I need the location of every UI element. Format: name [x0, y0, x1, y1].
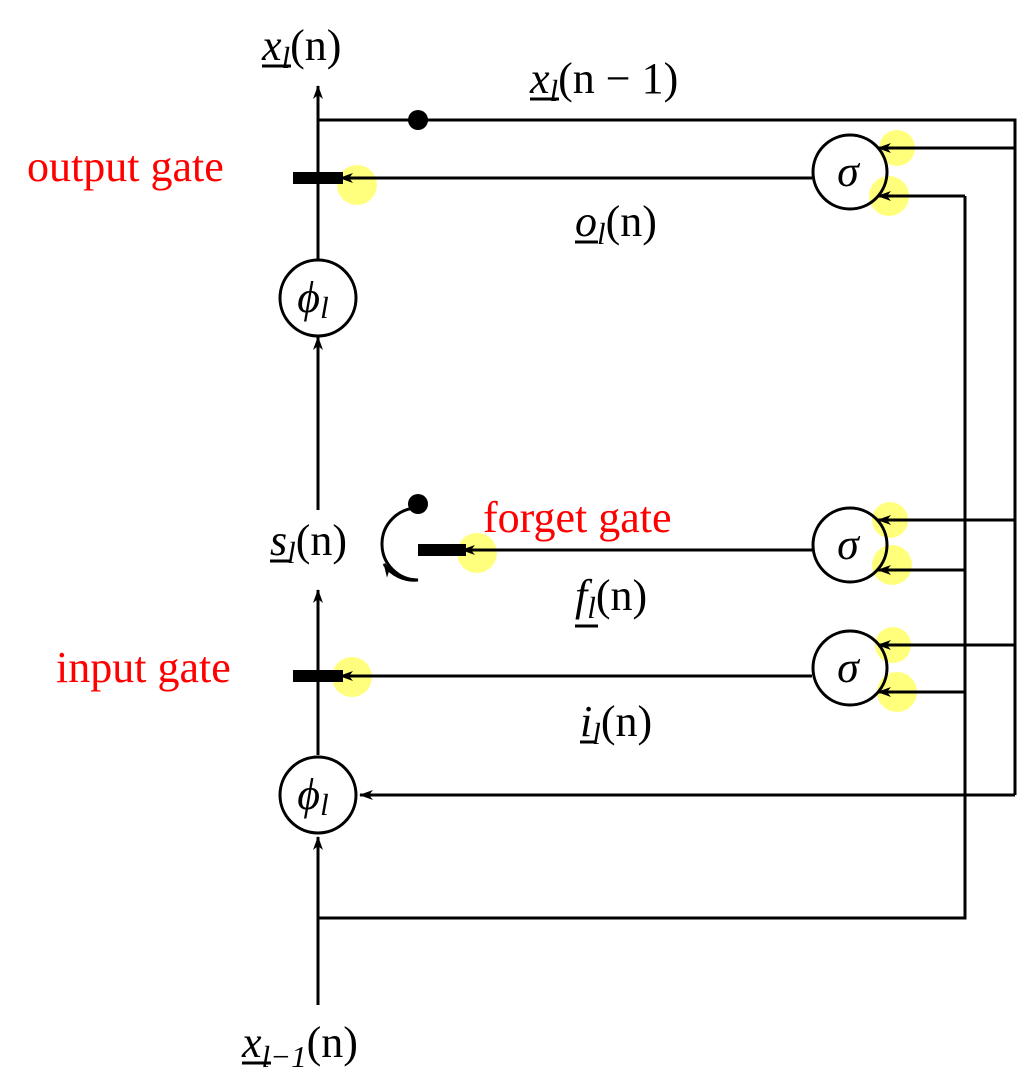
prev-output-bus [318, 118, 1017, 795]
gate-signals [339, 173, 812, 681]
svg-text:σ: σ [837, 147, 861, 196]
junction-dot-prev-output [408, 110, 428, 130]
output-gate-label: output gate [27, 142, 224, 191]
highlight-forget-gate-input [457, 533, 497, 573]
label-forget-gate-signal: fl(n) [575, 571, 647, 628]
input-bus [318, 196, 967, 920]
label-prev-output: xl(n − 1) [529, 54, 678, 108]
output-gate-bar [293, 172, 343, 184]
svg-text:σ: σ [837, 520, 861, 569]
svg-text:ϕl: ϕl [297, 273, 328, 325]
svg-text:xl−1(n): xl−1(n) [241, 1018, 358, 1074]
svg-text:fl(n): fl(n) [575, 571, 647, 625]
label-state: sl(n) [270, 516, 347, 570]
label-output-gate-signal: ol(n) [575, 197, 657, 251]
label-output-top: xl(n) [261, 21, 341, 75]
phi-bottom-node: ϕl [278, 755, 358, 835]
gate-bars [293, 172, 466, 682]
svg-text:xl(n): xl(n) [261, 21, 341, 75]
highlight-output-gate-input [337, 165, 377, 205]
junction-dot-self-loop [408, 494, 428, 514]
svg-text:ol(n): ol(n) [575, 197, 657, 251]
sigma-input-node: σ [811, 629, 889, 707]
forget-gate-bar [418, 544, 466, 556]
input-gate-bar [293, 670, 343, 682]
svg-text:il(n): il(n) [580, 697, 652, 751]
input-gate-label: input gate [56, 643, 231, 692]
self-loop [380, 506, 419, 582]
phi-top-node: ϕl [278, 258, 358, 338]
svg-text:sl(n): sl(n) [270, 516, 347, 570]
svg-text:σ: σ [837, 643, 861, 692]
sigma-forget-node: σ [811, 506, 889, 584]
sigma-output-node: σ [811, 133, 889, 211]
highlight-sigma-forget-in2 [872, 545, 912, 585]
feedback-wiring [318, 118, 1017, 920]
label-input-gate-signal: il(n) [580, 697, 652, 751]
forget-gate-label: forget gate [483, 493, 672, 542]
svg-text:ϕl: ϕl [297, 770, 328, 822]
svg-text:xl(n − 1): xl(n − 1) [529, 54, 678, 108]
label-input-bottom: xl−1(n) [241, 1018, 358, 1074]
